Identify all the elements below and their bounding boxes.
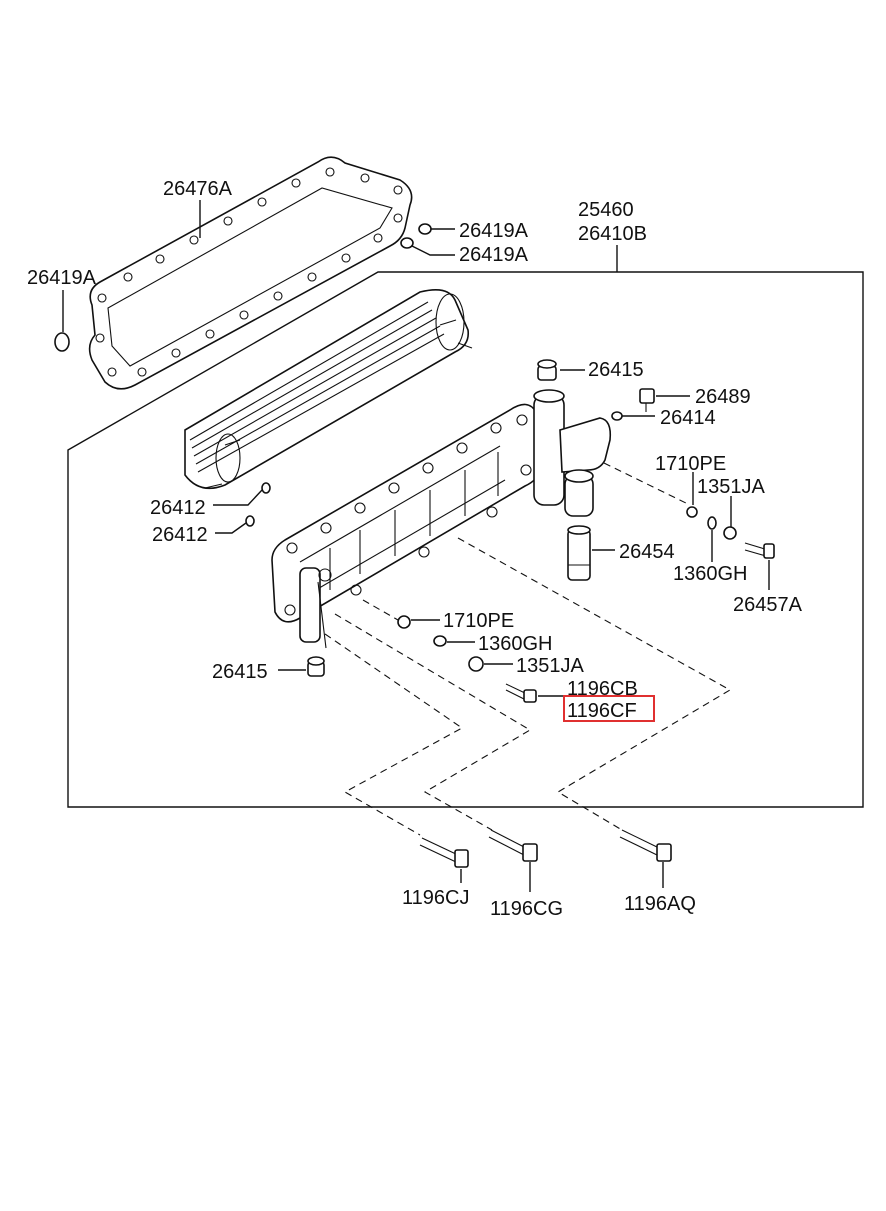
label-1351JA-right[interactable]: 1351JA [697, 476, 765, 498]
label-26412-a[interactable]: 26412 [150, 497, 206, 519]
nut-1351JA-right [723, 526, 737, 540]
washer-1710PE-right [686, 506, 698, 518]
o-ring-26419A-top2 [400, 237, 414, 249]
label-26410B[interactable]: 26410B [578, 223, 647, 245]
label-26415-top[interactable]: 26415 [588, 359, 644, 381]
label-1196AQ[interactable]: 1196AQ [624, 893, 696, 915]
o-ring-26412-b [245, 515, 255, 527]
bolt-26489 [639, 388, 655, 412]
assembly-frame [67, 271, 864, 808]
bolt-1196CJ [419, 837, 469, 868]
label-26412-b[interactable]: 26412 [152, 524, 208, 546]
oil-cooler-core [184, 289, 473, 490]
nut-1351JA-mid [468, 656, 484, 672]
label-26457A[interactable]: 26457A [733, 594, 803, 616]
label-1360GH-right[interactable]: 1360GH [673, 563, 748, 585]
label-26419A-top1[interactable]: 26419A [459, 220, 529, 242]
washer-1360GH-mid [433, 635, 447, 647]
plug-26415-top [537, 359, 557, 381]
o-ring-26419A-left [54, 332, 70, 352]
label-1351JA-mid[interactable]: 1351JA [516, 655, 584, 677]
plug-26415-left [307, 656, 325, 677]
bolt-1196CB [505, 683, 537, 703]
label-26415-left[interactable]: 26415 [212, 661, 268, 683]
highlight-box-1196CF [563, 695, 655, 722]
washer-1360GH-right [707, 516, 717, 530]
cooler-housing [271, 403, 541, 649]
label-25460[interactable]: 25460 [578, 199, 634, 221]
filter-head [533, 389, 612, 517]
label-1710PE-right[interactable]: 1710PE [655, 453, 726, 475]
label-1360GH-mid[interactable]: 1360GH [478, 633, 553, 655]
o-ring-26414 [611, 411, 623, 421]
label-1196CG[interactable]: 1196CG [490, 898, 563, 920]
label-26489[interactable]: 26489 [695, 386, 751, 408]
bolt-1196AQ [619, 829, 672, 862]
label-1196CF[interactable]: 1196CF [567, 700, 637, 722]
bolt-1196CG [488, 829, 538, 862]
label-26419A-top2[interactable]: 26419A [459, 244, 529, 266]
washer-1710PE-mid [397, 615, 411, 629]
valve-26454 [567, 525, 591, 581]
label-26419A-left[interactable]: 26419A [27, 267, 97, 289]
label-26476A[interactable]: 26476A [163, 178, 233, 200]
label-26414[interactable]: 26414 [660, 407, 716, 429]
o-ring-26419A-top1 [418, 223, 432, 235]
label-26454[interactable]: 26454 [619, 541, 675, 563]
bolt-26457A [744, 542, 775, 559]
label-1196CB[interactable]: 1196CB [567, 678, 638, 700]
o-ring-26412-a [261, 482, 271, 494]
label-1710PE-mid[interactable]: 1710PE [443, 610, 514, 632]
gasket-26476A [88, 156, 413, 390]
label-1196CJ[interactable]: 1196CJ [402, 887, 469, 909]
